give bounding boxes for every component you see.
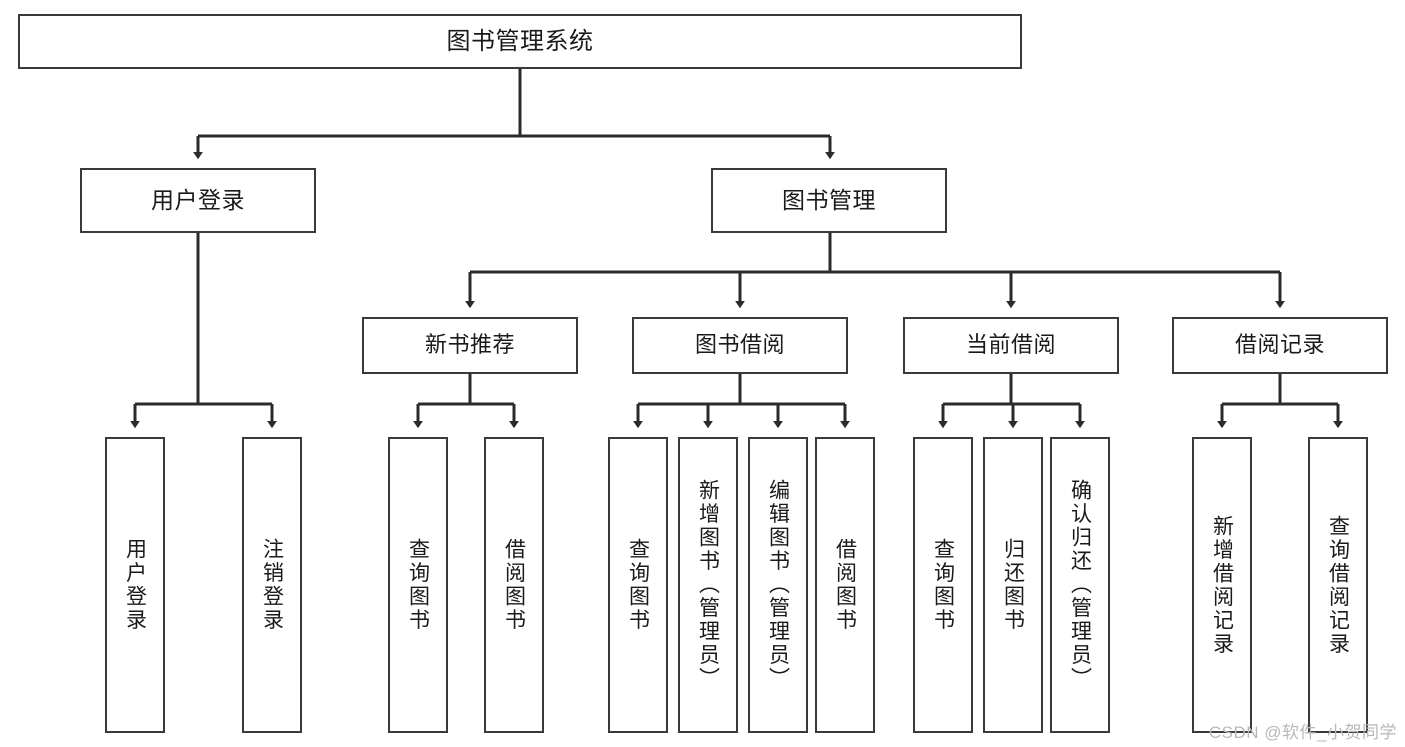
node-leaf-logout[interactable]: 注销登录 xyxy=(242,437,302,733)
node-leaf-borrow-book-1[interactable]: 借阅图书 xyxy=(484,437,544,733)
node-leaf-user-login-label: 用户登录 xyxy=(123,538,147,632)
node-leaf-add-book[interactable]: 新增图书（管理员） xyxy=(678,437,738,733)
node-leaf-confirm-return-label: 确认归还（管理员） xyxy=(1068,479,1092,691)
node-leaf-edit-book-label: 编辑图书（管理员） xyxy=(766,479,790,691)
node-leaf-add-record-label: 新增借阅记录 xyxy=(1210,514,1234,656)
node-leaf-query-record-label: 查询借阅记录 xyxy=(1326,514,1350,656)
node-new-book-rec-label: 新书推荐 xyxy=(424,332,515,358)
node-book-borrow-label: 图书借阅 xyxy=(694,332,785,358)
node-book-manage-label: 图书管理 xyxy=(782,187,876,214)
node-book-borrow[interactable]: 图书借阅 xyxy=(632,317,848,374)
node-leaf-return-book[interactable]: 归还图书 xyxy=(983,437,1043,733)
node-leaf-add-record[interactable]: 新增借阅记录 xyxy=(1192,437,1252,733)
node-leaf-query-book-2-label: 查询图书 xyxy=(626,538,650,632)
node-leaf-borrow-book-2[interactable]: 借阅图书 xyxy=(815,437,875,733)
node-leaf-query-book-1[interactable]: 查询图书 xyxy=(388,437,448,733)
node-new-book-rec[interactable]: 新书推荐 xyxy=(362,317,578,374)
node-user-login-label: 用户登录 xyxy=(151,187,245,214)
node-leaf-logout-label: 注销登录 xyxy=(260,538,284,632)
node-leaf-confirm-return[interactable]: 确认归还（管理员） xyxy=(1050,437,1110,733)
node-leaf-query-record[interactable]: 查询借阅记录 xyxy=(1308,437,1368,733)
node-leaf-add-book-label: 新增图书（管理员） xyxy=(696,479,720,691)
node-book-manage[interactable]: 图书管理 xyxy=(711,168,947,233)
node-leaf-user-login[interactable]: 用户登录 xyxy=(105,437,165,733)
node-leaf-borrow-book-2-label: 借阅图书 xyxy=(833,538,857,632)
node-borrow-record[interactable]: 借阅记录 xyxy=(1172,317,1388,374)
node-leaf-query-book-2[interactable]: 查询图书 xyxy=(608,437,668,733)
node-leaf-edit-book[interactable]: 编辑图书（管理员） xyxy=(748,437,808,733)
node-leaf-borrow-book-1-label: 借阅图书 xyxy=(502,538,526,632)
node-root[interactable]: 图书管理系统 xyxy=(18,14,1022,69)
node-leaf-query-book-3[interactable]: 查询图书 xyxy=(913,437,973,733)
node-current-borrow[interactable]: 当前借阅 xyxy=(903,317,1119,374)
node-root-label: 图书管理系统 xyxy=(446,27,594,55)
node-borrow-record-label: 借阅记录 xyxy=(1234,332,1325,358)
node-current-borrow-label: 当前借阅 xyxy=(965,332,1056,358)
node-leaf-query-book-3-label: 查询图书 xyxy=(931,538,955,632)
node-leaf-return-book-label: 归还图书 xyxy=(1001,538,1025,632)
node-user-login[interactable]: 用户登录 xyxy=(80,168,316,233)
node-leaf-query-book-1-label: 查询图书 xyxy=(406,538,430,632)
